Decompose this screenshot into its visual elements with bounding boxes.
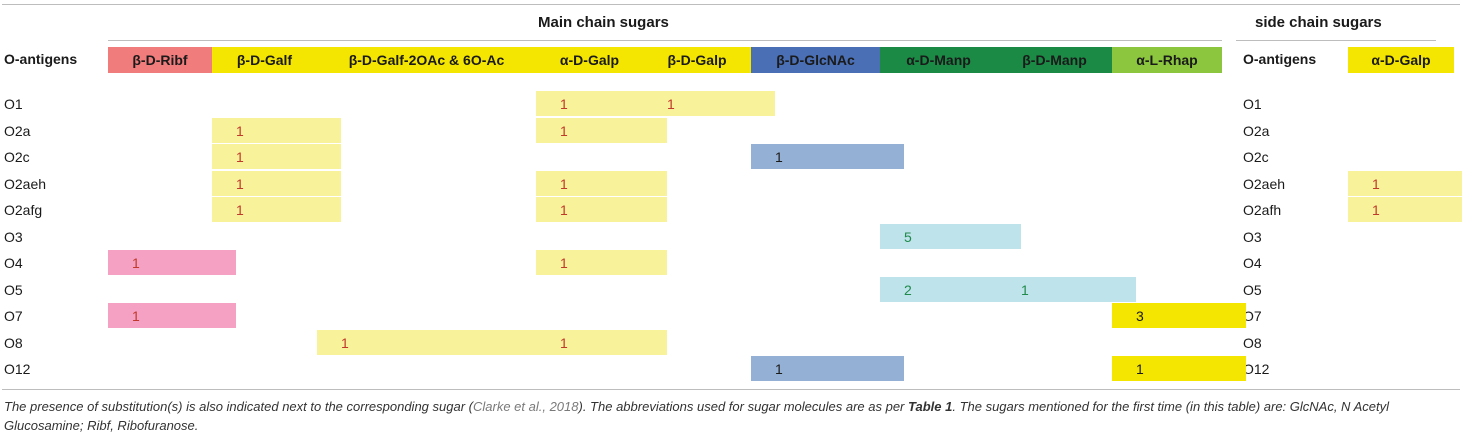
- table-cell: 3: [1112, 303, 1246, 328]
- table-cell: 1: [212, 197, 341, 222]
- column-header: α-D-Manp: [880, 47, 997, 73]
- table-cell: 1: [536, 117, 667, 143]
- side-row-label: O2afh: [1243, 202, 1282, 218]
- table-cell: 1: [751, 144, 904, 169]
- column-header: β-D-Galf-2OAc & 6O-Ac: [317, 47, 536, 73]
- column-header: α-D-Galp: [1348, 47, 1454, 73]
- side-row-label: O3: [1243, 228, 1262, 245]
- side-row-label: O1: [1243, 96, 1262, 112]
- table-cell: 1: [212, 144, 341, 169]
- row-header: O-antigens: [4, 51, 78, 67]
- side-row-label: O2a: [1243, 122, 1270, 139]
- column-header: β-D-Manp: [997, 47, 1112, 73]
- table-cell: 1: [1112, 356, 1246, 381]
- side-row-label: O12: [1243, 361, 1270, 377]
- row-label: O2a: [4, 122, 31, 139]
- row-label: O2aeh: [4, 175, 47, 192]
- row-label: O2afg: [4, 202, 43, 218]
- table-cell: 5: [880, 223, 1021, 249]
- table-cell: 1: [108, 250, 236, 275]
- table-cell: 1: [108, 303, 236, 328]
- table-cell: 1: [536, 170, 667, 196]
- main-chain-title: Main chain sugars: [538, 14, 669, 31]
- table-cell: 1: [751, 356, 904, 381]
- caption-part2: ). The abbreviations used for sugar mole…: [578, 399, 909, 414]
- table-cell: 1: [536, 250, 667, 275]
- row-label: O2c: [4, 149, 30, 165]
- column-header: β-D-Galf: [212, 47, 317, 73]
- side-row-label: O2aeh: [1243, 175, 1286, 192]
- side-table-cell: 1: [1348, 197, 1462, 222]
- caption-part1: The presence of substitution(s) is also …: [4, 399, 473, 414]
- table-cell: 1: [536, 329, 667, 355]
- table-cell: 1: [997, 276, 1136, 302]
- side-row-label: O2c: [1243, 149, 1269, 165]
- row-label: O7: [4, 308, 23, 324]
- column-header: β-D-GlcNAc: [751, 47, 880, 73]
- table-cell: 1: [317, 329, 560, 355]
- top-rule: [2, 4, 1460, 5]
- row-label: O1: [4, 96, 23, 112]
- side-chain-title: side chain sugars: [1255, 14, 1382, 31]
- column-header: β-D-Ribf: [108, 47, 212, 73]
- column-header: α-L-Rhap: [1112, 47, 1222, 73]
- main-group-rule: [108, 40, 1222, 41]
- row-label: O12: [4, 361, 31, 377]
- table-cell: 1: [212, 170, 341, 196]
- caption-table-ref[interactable]: Table 1: [908, 399, 953, 414]
- caption-part3: . The sugars mentioned for the first tim…: [4, 399, 1389, 433]
- side-row-header: O-antigens: [1243, 51, 1317, 67]
- row-label: O8: [4, 334, 23, 351]
- column-header: α-D-Galp: [536, 47, 643, 73]
- caption-citation-link[interactable]: Clarke et al., 2018: [472, 399, 579, 414]
- side-table-cell: 1: [1348, 170, 1462, 196]
- side-row-label: O5: [1243, 281, 1262, 298]
- bottom-rule: [2, 389, 1460, 390]
- row-label: O5: [4, 281, 23, 298]
- table-cell: 1: [536, 197, 667, 222]
- side-group-rule: [1236, 40, 1436, 41]
- table-caption: The presence of substitution(s) is also …: [4, 397, 1454, 435]
- side-row-label: O7: [1243, 308, 1262, 324]
- column-header: β-D-Galp: [643, 47, 751, 73]
- table-cell: 1: [643, 91, 775, 116]
- table-cell: 1: [212, 117, 341, 143]
- row-label: O4: [4, 255, 23, 271]
- side-row-label: O4: [1243, 255, 1262, 271]
- row-label: O3: [4, 228, 23, 245]
- side-row-label: O8: [1243, 334, 1262, 351]
